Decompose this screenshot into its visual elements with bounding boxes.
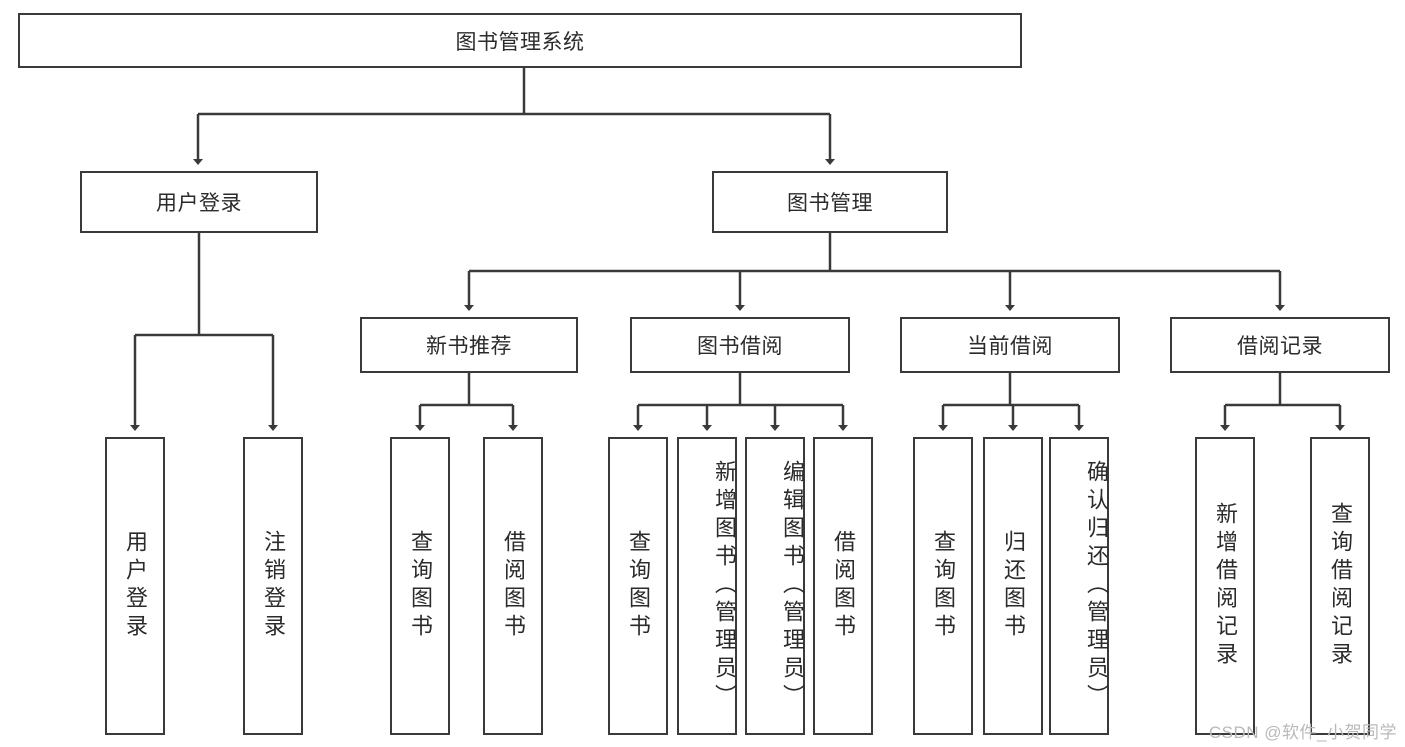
leaf-borrow-book[interactable]: 借阅图书 <box>813 437 873 735</box>
leaf-user-login[interactable]: 用户登录 <box>105 437 165 735</box>
leaf-label: 归还图书 <box>1001 530 1026 642</box>
leaf-label: 查询图书 <box>931 530 956 642</box>
leaf-label: 新增借阅记录 <box>1213 502 1238 670</box>
leaf-return-book[interactable]: 归还图书 <box>983 437 1043 735</box>
leaf-label: 查询图书 <box>408 530 433 642</box>
node-book-management[interactable]: 图书管理 <box>712 171 948 233</box>
leaf-label: 借阅图书 <box>831 530 856 642</box>
node-user-login[interactable]: 用户登录 <box>80 171 318 233</box>
leaf-label: 用户登录 <box>123 530 148 642</box>
node-book-borrow[interactable]: 图书借阅 <box>630 317 850 373</box>
leaf-edit-book-admin[interactable]: 编辑图书（管理员） <box>745 437 805 735</box>
leaf-add-borrow-record[interactable]: 新增借阅记录 <box>1195 437 1255 735</box>
node-current-borrow[interactable]: 当前借阅 <box>900 317 1120 373</box>
leaf-borrow-book-new[interactable]: 借阅图书 <box>483 437 543 735</box>
node-borrow-records[interactable]: 借阅记录 <box>1170 317 1390 373</box>
leaf-query-book-borrow[interactable]: 查询图书 <box>608 437 668 735</box>
leaf-query-borrow-record[interactable]: 查询借阅记录 <box>1310 437 1370 735</box>
leaf-label: 借阅图书 <box>501 530 526 642</box>
leaf-label: 注销登录 <box>261 530 286 642</box>
leaf-label: 查询图书 <box>626 530 651 642</box>
leaf-query-book-new[interactable]: 查询图书 <box>390 437 450 735</box>
leaf-label: 查询借阅记录 <box>1328 502 1353 670</box>
leaf-user-logout[interactable]: 注销登录 <box>243 437 303 735</box>
leaf-confirm-return-admin[interactable]: 确认归还（管理员） <box>1049 437 1109 735</box>
leaf-query-book-current[interactable]: 查询图书 <box>913 437 973 735</box>
leaf-add-book-admin[interactable]: 新增图书（管理员） <box>677 437 737 735</box>
node-root[interactable]: 图书管理系统 <box>18 13 1022 68</box>
leaf-label: 编辑图书（管理员） <box>780 460 805 712</box>
leaf-label: 确认归还（管理员） <box>1084 460 1109 712</box>
node-new-book-recommend[interactable]: 新书推荐 <box>360 317 578 373</box>
csdn-watermark: CSDN @软件_小贺同学 <box>1208 723 1397 742</box>
leaf-label: 新增图书（管理员） <box>712 460 737 712</box>
